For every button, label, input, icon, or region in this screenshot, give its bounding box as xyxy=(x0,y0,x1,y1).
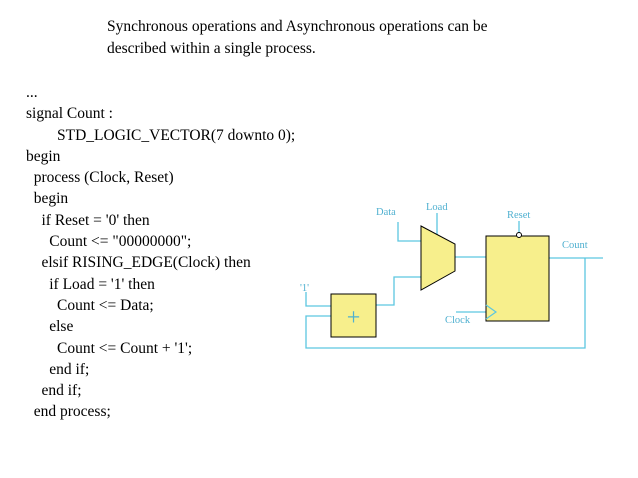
code-line: if Load = '1' then xyxy=(26,275,155,293)
adder-block xyxy=(330,293,377,338)
heading-line-1: Synchronous operations and Asynchronous … xyxy=(107,18,488,35)
code-line: else xyxy=(26,318,74,336)
adder-plus-label: + xyxy=(347,305,361,331)
code-line: Count <= Data; xyxy=(26,296,154,314)
clock-label: Clock xyxy=(445,315,471,326)
feedback-wire xyxy=(305,258,586,349)
vhdl-code-block: ... signal Count : STD_LOGIC_VECTOR(7 do… xyxy=(26,82,295,423)
reset-bubble xyxy=(516,232,522,238)
code-line: signal Count : xyxy=(26,105,113,123)
slide-heading: Synchronous operations and Asynchronous … xyxy=(107,16,587,60)
multiplexer xyxy=(420,225,456,291)
code-line: Count <= "00000000"; xyxy=(26,233,192,251)
code-line: if Reset = '0' then xyxy=(26,211,150,229)
heading-line-2: described within a single process. xyxy=(107,40,316,57)
code-line: elsif RISING_EDGE(Clock) then xyxy=(26,254,251,272)
code-line: end if; xyxy=(26,360,90,378)
code-line: begin xyxy=(26,147,61,165)
reset-label: Reset xyxy=(507,210,530,221)
load-label: Load xyxy=(426,202,448,213)
wires xyxy=(305,213,603,349)
code-line: Count <= Count + '1'; xyxy=(26,339,193,357)
code-line: end if; xyxy=(26,382,82,400)
one-wire xyxy=(305,292,331,307)
data-wire xyxy=(397,222,421,242)
code-line: ... xyxy=(26,84,38,101)
code-line: STD_LOGIC_VECTOR(7 downto 0); xyxy=(26,126,296,144)
data-label: Data xyxy=(376,207,396,218)
code-line: process (Clock, Reset) xyxy=(26,169,174,187)
adder-out-wire xyxy=(376,276,421,306)
code-line: begin xyxy=(26,190,69,208)
count-register xyxy=(485,235,550,322)
count-label: Count xyxy=(562,240,588,251)
clock-edge-symbol xyxy=(485,304,498,320)
code-line: end process; xyxy=(26,403,111,421)
one-label: '1' xyxy=(300,283,309,294)
